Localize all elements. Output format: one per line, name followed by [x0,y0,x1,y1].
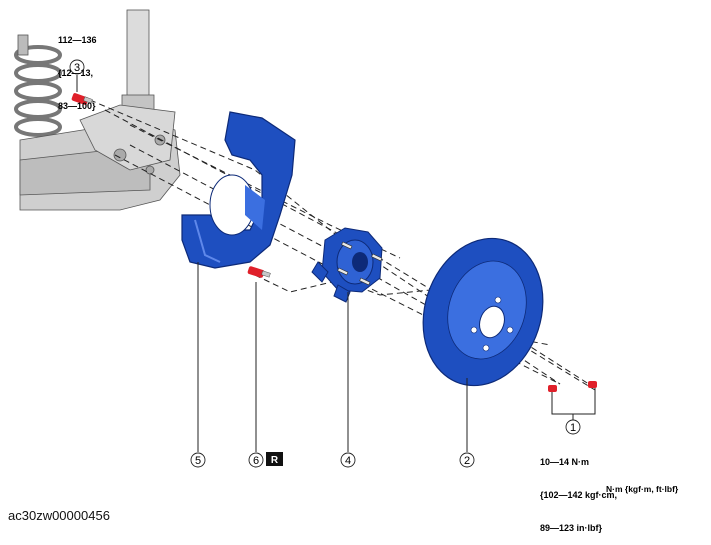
exploded-view-diagram: 1 2 3 4 5 6 R [14,9,597,468]
units-legend: N·m {kgf·m, ft·lbf} [606,484,679,494]
replace-badge-label: R [271,455,279,466]
callout-6: 6 [248,452,264,468]
wheel-hub-part [311,227,383,303]
callout-2-label: 2 [464,455,470,467]
torque-1-line-2: {102—142 kgf·cm, [540,490,618,500]
torque-3-line-3: 83—100} [58,101,96,111]
torque-3-line-2: {12—13, [58,68,94,78]
screw-part-1 [548,381,597,392]
callout-1-label: 1 [570,422,576,434]
bolt-part-3 [71,93,93,105]
callout-4-label: 4 [345,455,351,467]
torque-spec-part-3: 112—136 {12—13, 83—100} [58,13,97,123]
bolt-part-6 [247,266,271,278]
replace-part-badge: R [266,452,283,466]
callout-3: 3 [69,59,85,75]
callout-5: 5 [190,452,206,468]
figure-id: ac30zw00000456 [8,508,110,523]
torque-3-line-1: 112—136 [58,35,97,45]
callout-4: 4 [340,452,356,468]
callout-2: 2 [459,452,475,468]
brake-disc-part [422,237,544,387]
suspension-assembly-illustration [14,9,181,211]
leader-lines [76,75,596,452]
callout-3-label: 3 [74,62,80,74]
callout-6-label: 6 [253,455,259,467]
callout-5-label: 5 [195,455,201,467]
torque-1-line-1: 10—14 N·m [540,457,590,467]
torque-1-line-3: 89—123 in·lbf} [540,523,603,533]
dust-cover-part [181,111,296,269]
torque-spec-part-1: 10—14 N·m {102—142 kgf·cm, 89—123 in·lbf… [540,435,617,545]
callout-1: 1 [565,419,581,435]
